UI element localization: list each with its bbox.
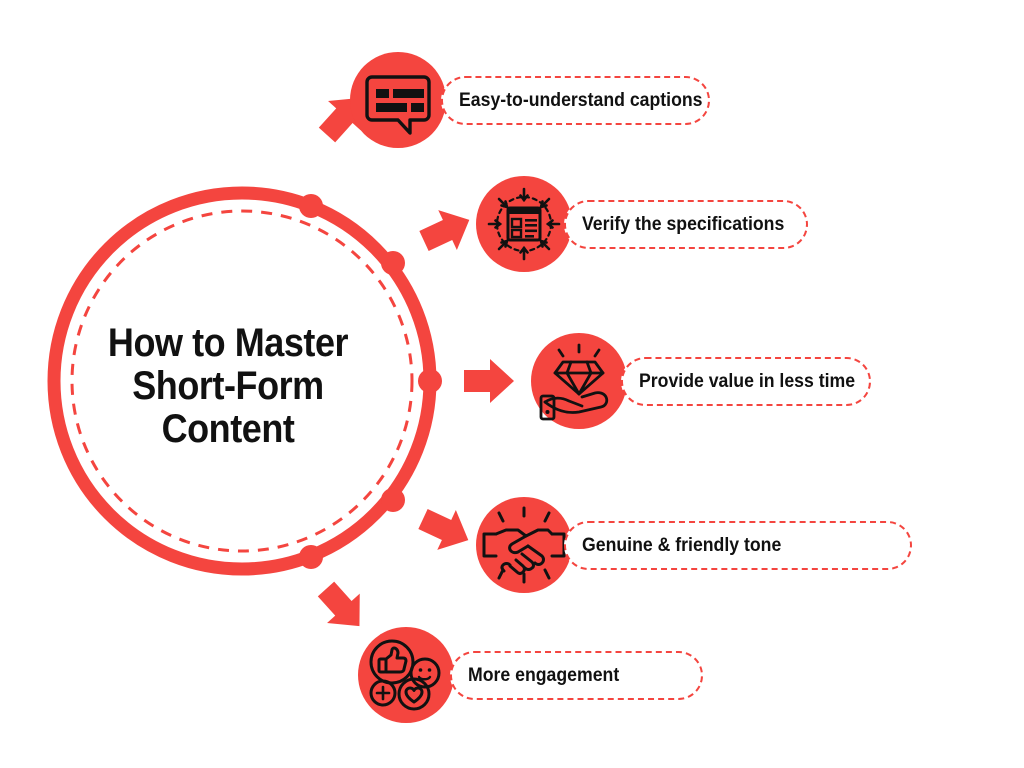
hub-inner-dashed-ring [70, 209, 414, 553]
hub-node-dot[interactable] [299, 194, 323, 218]
branch-label-1: Easy-to-understand captions [459, 89, 703, 111]
hand-holding-diamond-icon [539, 343, 609, 421]
hub-node-dot[interactable] [418, 369, 442, 393]
icon-circle-4[interactable] [476, 497, 572, 593]
branch-label-2: Verify the specifications [582, 213, 785, 235]
branch-pill-2[interactable]: Verify the specifications [564, 200, 808, 249]
speech-bubble-captions-icon [365, 75, 431, 135]
hub-node-dot[interactable] [381, 251, 405, 275]
connector-arrow-4 [418, 509, 469, 550]
branch-pill-4[interactable]: Genuine & friendly tone [564, 521, 912, 570]
icon-circle-1[interactable] [350, 52, 446, 148]
thumbs-up-reactions-icon [369, 639, 441, 711]
branch-pill-5[interactable]: More engagement [450, 651, 703, 700]
branch-pill-1[interactable]: Easy-to-understand captions [441, 76, 710, 125]
branch-pill-3[interactable]: Provide value in less time [621, 357, 871, 406]
hub-node-dot[interactable] [299, 545, 323, 569]
document-checklist-focus-icon [487, 187, 561, 261]
connector-arrow-5 [317, 581, 360, 627]
hub-node-dot[interactable] [381, 488, 405, 512]
hub-title: How to Master Short-Form Content [107, 321, 349, 451]
branch-label-3: Provide value in less time [639, 370, 856, 392]
branch-label-4: Genuine & friendly tone [582, 534, 782, 556]
branch-label-5: More engagement [468, 664, 620, 686]
connector-arrow-2 [419, 210, 470, 251]
connector-arrow-3 [464, 359, 514, 403]
connector-arrow-1 [318, 97, 361, 143]
handshake-icon [482, 506, 566, 584]
